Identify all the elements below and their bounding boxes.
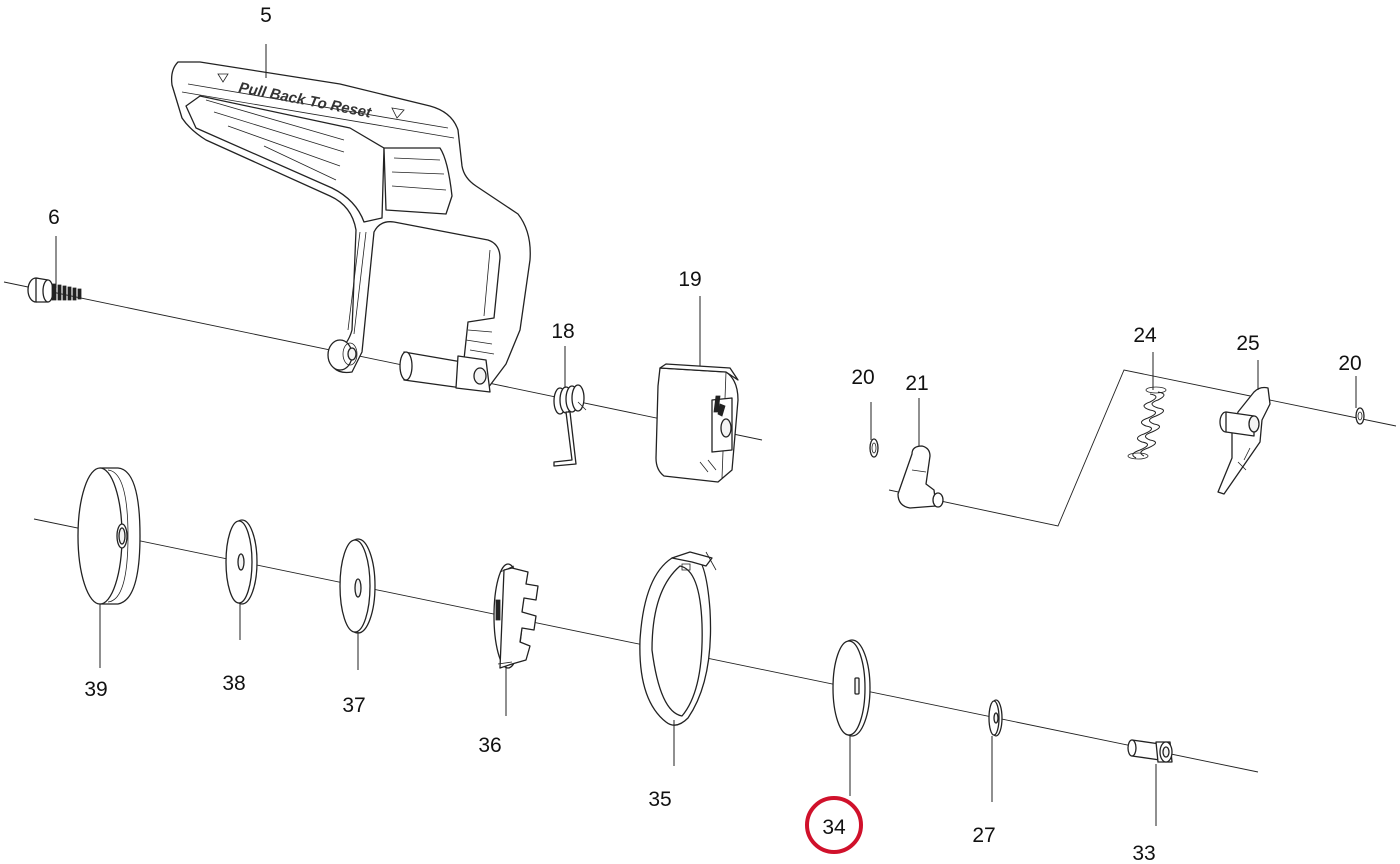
label-part-6: 6 — [48, 206, 60, 229]
part-27-washer — [988, 699, 1003, 737]
part-34-disc — [832, 639, 871, 737]
label-part-25: 25 — [1236, 332, 1259, 355]
part-39-pulley — [77, 467, 141, 605]
label-part-20-right: 20 — [1338, 352, 1361, 375]
label-part-24: 24 — [1133, 324, 1157, 347]
highlight-ring — [805, 796, 863, 854]
right-axis-path — [888, 369, 1397, 527]
part-21-lever — [897, 445, 944, 509]
part-20-clip-right — [1355, 407, 1365, 425]
label-part-18: 18 — [551, 320, 574, 343]
label-part-34: 34 — [822, 816, 846, 839]
part-6-screw — [27, 277, 82, 303]
part-20-clip-left — [869, 438, 879, 458]
label-part-33: 33 — [1132, 842, 1155, 864]
part-37-washer — [339, 538, 376, 634]
label-part-37: 37 — [342, 694, 365, 717]
part-5-reset-handle: Pull Back To Reset — [170, 61, 531, 393]
label-part-20-left: 20 — [851, 366, 874, 389]
part-labels: 5 6 18 19 20 21 24 25 20 39 38 37 36 35 … — [48, 4, 1362, 864]
label-part-39: 39 — [84, 678, 107, 701]
part-33-sleeve-nut — [1127, 739, 1173, 763]
part-19-housing — [655, 363, 739, 483]
part-25-pawl — [1217, 386, 1271, 495]
part-18-torsion-spring — [553, 384, 587, 467]
label-part-5: 5 — [260, 4, 272, 27]
upper-axis — [3, 281, 763, 441]
label-part-38: 38 — [222, 672, 245, 695]
label-part-36: 36 — [478, 734, 501, 757]
part-24-spring — [1127, 386, 1167, 460]
part-35-band — [639, 551, 717, 726]
part-36-ratchet — [493, 563, 539, 669]
label-part-19: 19 — [678, 268, 701, 291]
leader-lines — [55, 44, 1357, 826]
part-38-washer — [225, 519, 258, 605]
label-part-35: 35 — [648, 788, 671, 811]
label-part-27: 27 — [972, 824, 995, 847]
label-part-21: 21 — [905, 372, 928, 395]
